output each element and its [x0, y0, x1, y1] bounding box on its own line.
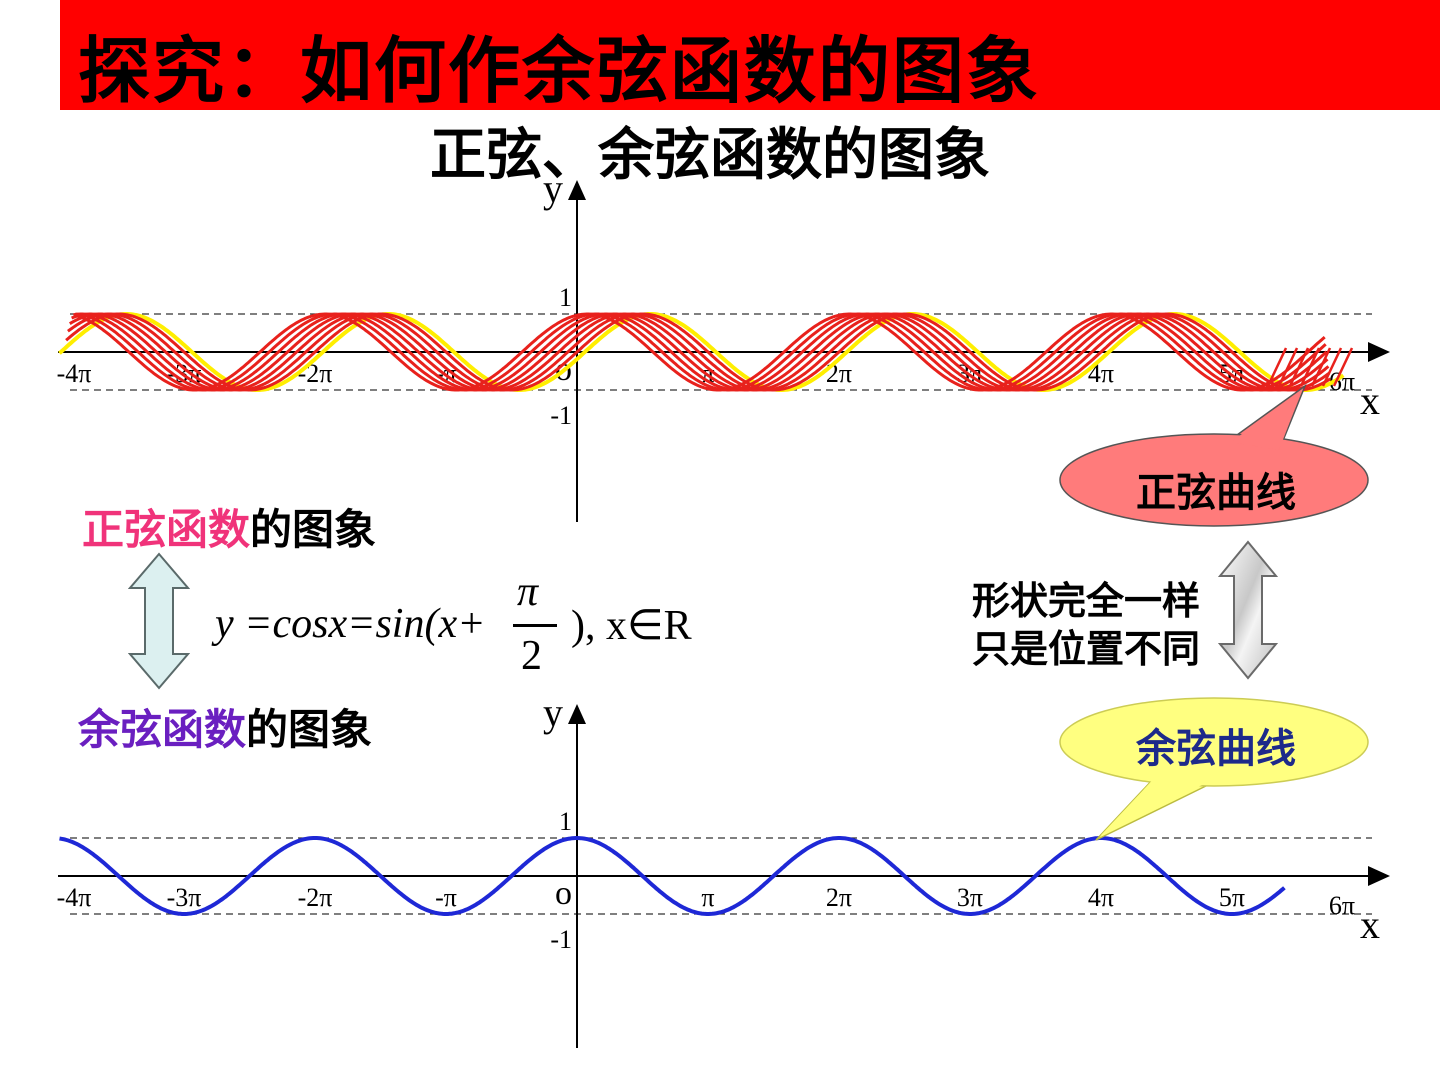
- x-tick-label: π: [701, 883, 714, 912]
- y-tick-1: 1: [559, 807, 572, 836]
- double-arrow-grey-icon: [1218, 540, 1278, 680]
- sine-curve-hatch: [1310, 347, 1332, 387]
- y-axis-label: y: [543, 690, 563, 735]
- sine-callout: [1059, 383, 1369, 527]
- sine-curve: [76, 312, 1326, 392]
- sine-curve: [65, 312, 1332, 392]
- same-shape-note-line2: 只是位置不同: [972, 627, 1201, 671]
- cosine-label-colored: 余弦函数: [78, 705, 247, 754]
- y-tick-neg1: -1: [550, 401, 572, 430]
- x-tick-label: 5π: [1219, 883, 1245, 912]
- x-tick-label: -π: [435, 883, 457, 912]
- x-tick-label: -4π: [57, 883, 92, 912]
- slide-title: 探究：如何作余弦函数的图象: [78, 29, 1041, 113]
- x-axis-label: x: [1360, 378, 1380, 423]
- sine-graph-label: 正弦函数的图象: [82, 496, 376, 557]
- y-axis-arrow-icon: [568, 704, 586, 724]
- x-tick-label: 2π: [826, 359, 852, 388]
- x-tick-label: 2π: [826, 883, 852, 912]
- formula-numerator: π: [517, 569, 539, 615]
- x-axis-arrow-icon: [1368, 342, 1390, 362]
- double-arrow-icon: [128, 552, 190, 690]
- sine-curve-hatch: [1299, 347, 1321, 387]
- x-tick-label: -2π: [298, 883, 333, 912]
- y-axis-arrow-icon: [568, 180, 586, 200]
- sine-curve-hatch: [1321, 347, 1343, 387]
- sine-label-colored: 正弦函数: [82, 505, 251, 554]
- x-tick-label: 3π: [957, 883, 983, 912]
- sine-curve-hatch: [1288, 347, 1310, 387]
- cosine-graph-label: 余弦函数的图象: [78, 696, 372, 757]
- x-tick-label: -3π: [167, 883, 202, 912]
- sine-curve-hatch: [1332, 347, 1354, 387]
- fraction-bar: [513, 624, 557, 627]
- formula: y =cosx=sin(x+ π 2 ), x∈R: [215, 569, 735, 682]
- same-shape-note-line1: 形状完全一样: [972, 579, 1201, 623]
- cosine-callout-text: 余弦曲线: [1136, 726, 1296, 772]
- y-tick-neg1: -1: [550, 925, 572, 954]
- cosine-label-rest: 的图象: [246, 705, 373, 754]
- sine-curve-hatch: [1277, 347, 1299, 387]
- origin-label: o: [555, 875, 572, 912]
- slide-subtitle: 正弦、余弦函数的图象: [430, 123, 990, 188]
- cosine-graph: y x o 1 -1 -4π -3π -2π -π π 2π 3π 4π 5π 6π: [57, 690, 1390, 1048]
- x-tick-label: -4π: [57, 359, 92, 388]
- sine-curve: [67, 312, 1331, 392]
- sine-curve: [69, 312, 1330, 392]
- x-tick-label: 4π: [1088, 883, 1114, 912]
- sine-curve-hatch: [1266, 347, 1288, 387]
- formula-denominator: 2: [521, 633, 542, 679]
- sine-callout-text: 正弦曲线: [1136, 470, 1296, 516]
- title-banner: [60, 0, 1440, 110]
- x-axis-arrow-icon: [1368, 866, 1390, 886]
- x-tick-label: 6π: [1329, 891, 1355, 920]
- cosine-callout: [1059, 697, 1369, 841]
- sine-label-rest: 的图象: [250, 505, 377, 554]
- sine-curve: [71, 312, 1329, 392]
- x-tick-label: 4π: [1088, 359, 1114, 388]
- x-axis-label: x: [1360, 902, 1380, 947]
- formula-rhs: ), x∈R: [571, 603, 692, 649]
- y-tick-1: 1: [559, 283, 572, 312]
- cosine-curve: [59, 836, 1286, 916]
- formula-lhs: y =cosx=sin(x+: [215, 601, 486, 647]
- y-axis-label: y: [543, 166, 563, 211]
- sine-curve-highlight: [58, 312, 1345, 392]
